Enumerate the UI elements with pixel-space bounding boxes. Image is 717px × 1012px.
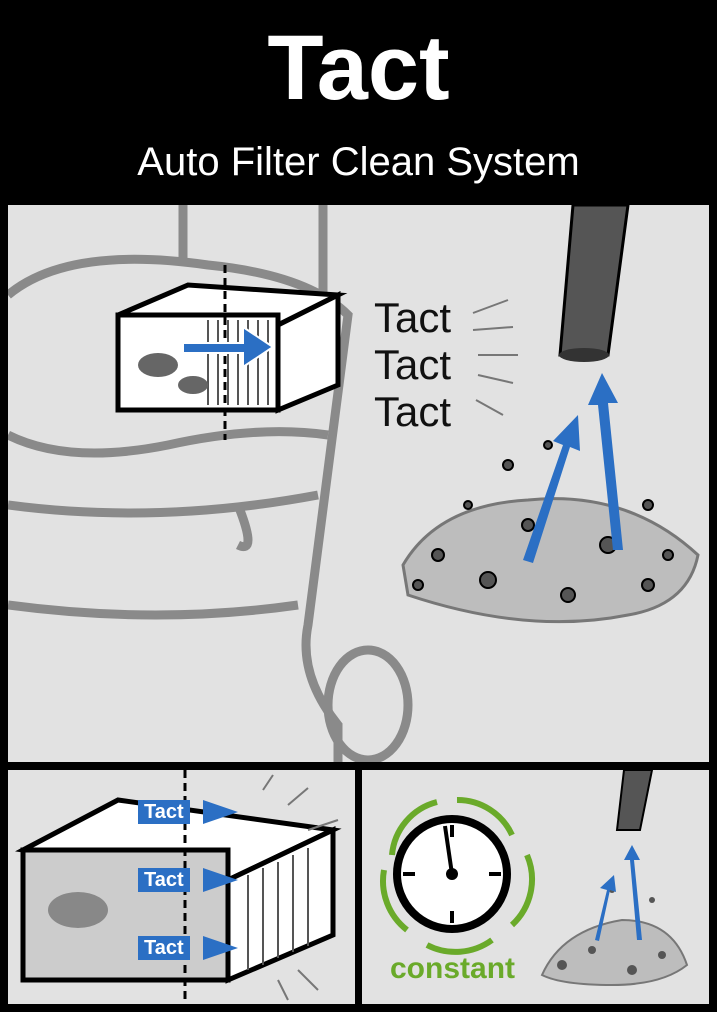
- vibration-lines-icon: [262, 774, 339, 1001]
- clock-illustration: [380, 770, 689, 987]
- tact-tag: Tact: [138, 868, 190, 892]
- main-illustration-panel: Tact Tact Tact: [8, 205, 709, 762]
- tact-tag: Tact: [138, 936, 190, 960]
- tact-word: Tact: [374, 294, 452, 341]
- tact-word: Tact: [374, 388, 452, 435]
- suction-arrow-icon: [523, 415, 580, 563]
- page-title: Tact: [267, 17, 450, 119]
- tact-tag: Tact: [138, 800, 190, 824]
- vacuum-cleaner-icon: [8, 205, 413, 762]
- dust-pile-icon: [401, 373, 700, 624]
- suction-arrow-icon: [588, 373, 623, 550]
- constant-label: constant: [390, 952, 516, 985]
- filter-box-illustration: [15, 770, 342, 1004]
- tact-word: Tact: [374, 341, 452, 388]
- vibration-lines-icon: [472, 299, 518, 416]
- vacuum-illustration: [8, 205, 700, 762]
- page-subtitle: Auto Filter Clean System: [137, 140, 580, 184]
- small-nozzle-icon: [540, 770, 689, 987]
- constant-panel: constant: [362, 770, 709, 1004]
- arrow-icon: [182, 325, 275, 369]
- clock-icon: [393, 815, 511, 933]
- filter-box-icon: [115, 265, 348, 440]
- cycle-arrows-icon: [380, 796, 535, 955]
- filter-detail-panel: Tact Tact Tact: [8, 770, 355, 1004]
- nozzle-icon: [558, 205, 630, 362]
